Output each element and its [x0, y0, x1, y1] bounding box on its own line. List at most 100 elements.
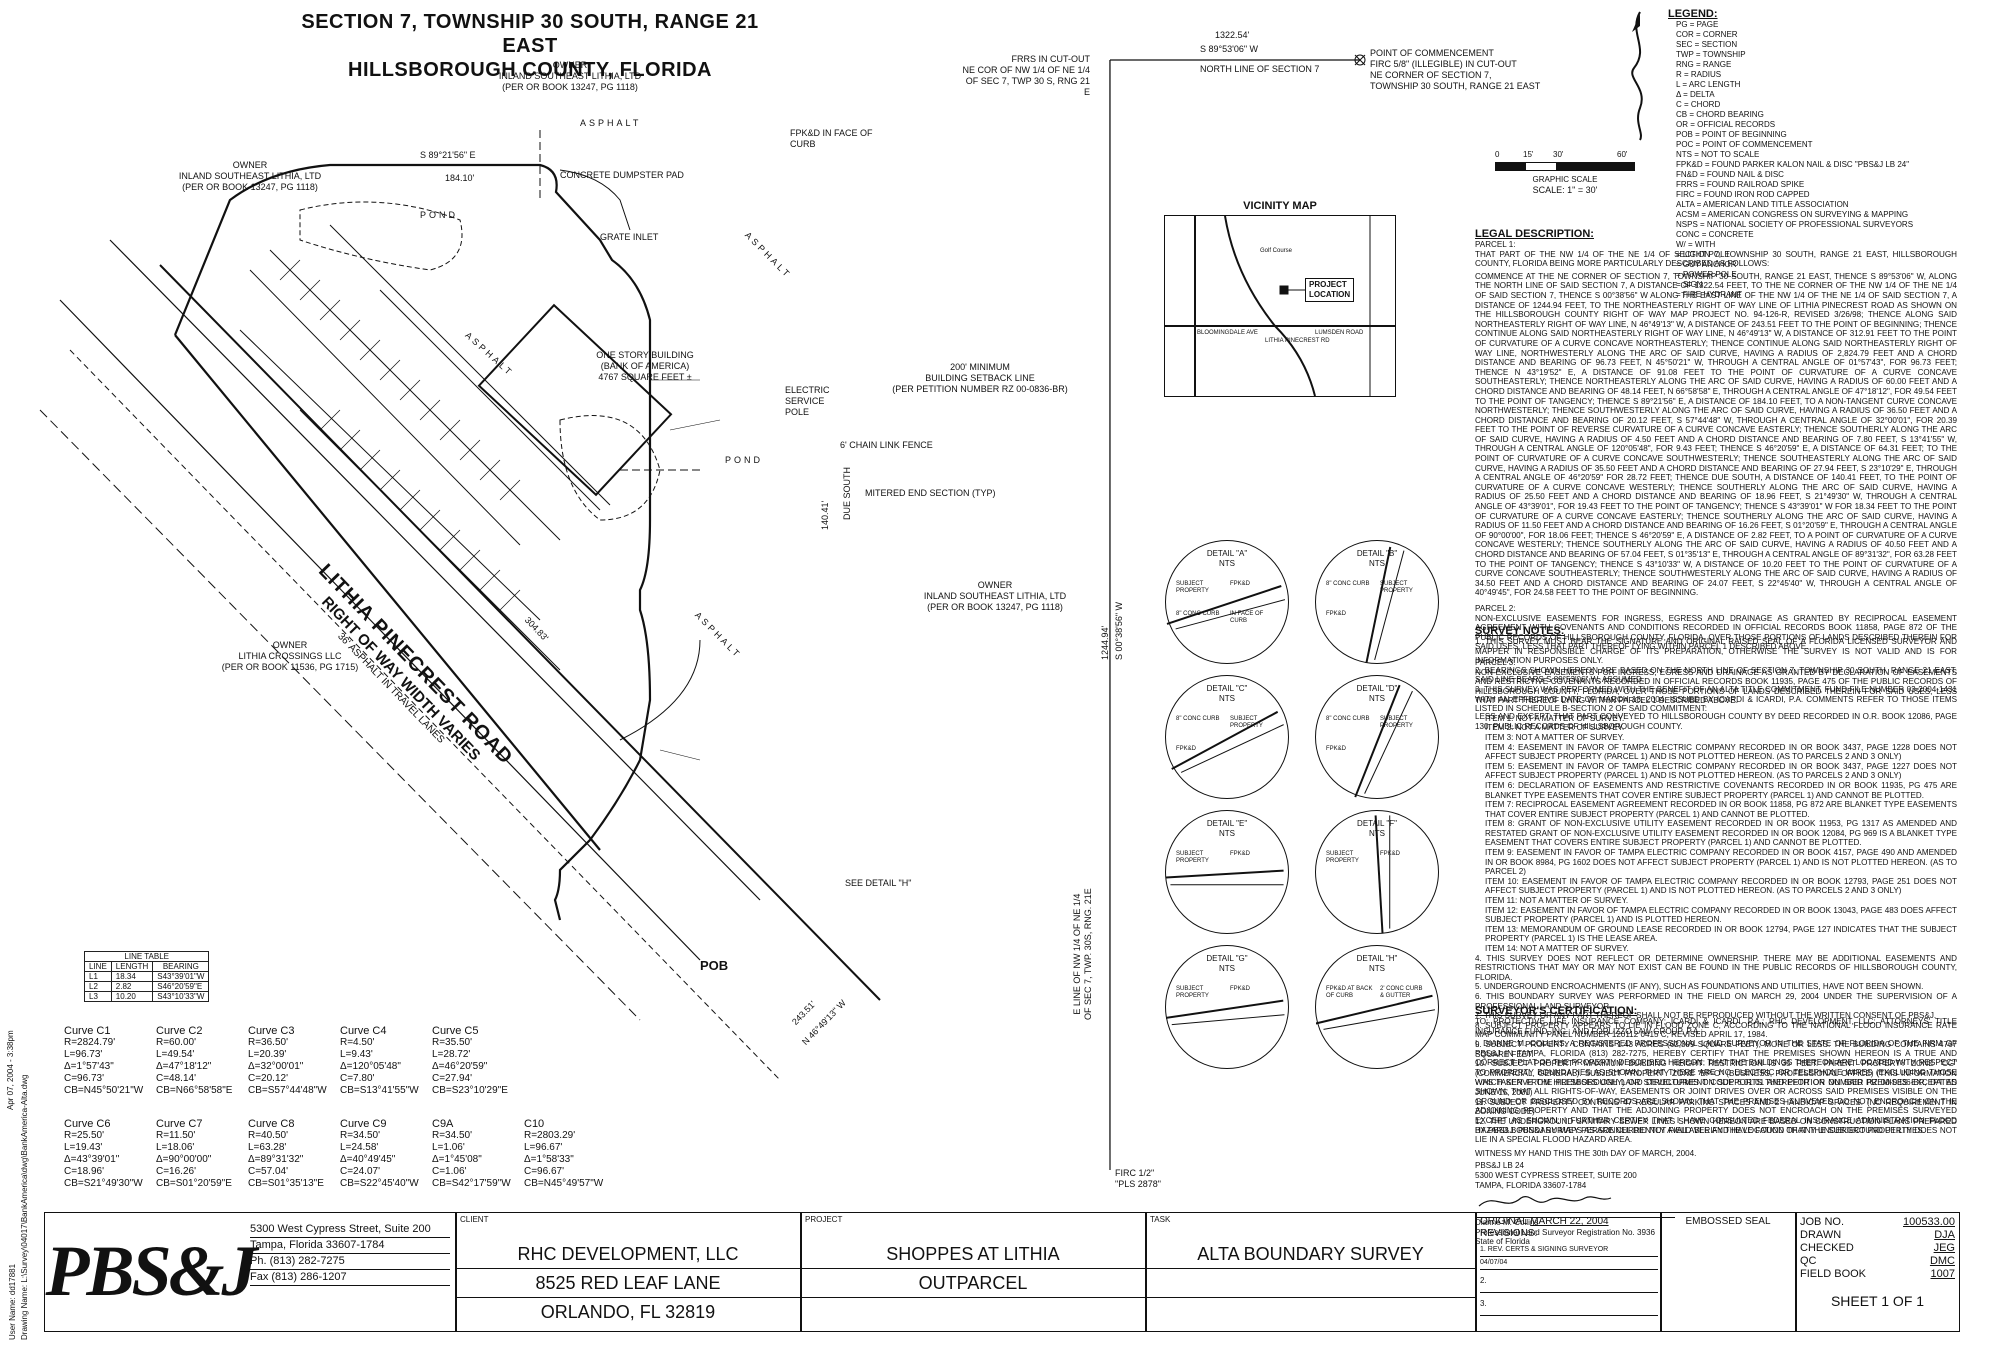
legend-item: FN&D = FOUND NAIL & DISC — [1676, 170, 1784, 179]
legend-item: ACSM = AMERICAN CONGRESS ON SURVEYING & … — [1676, 210, 1909, 219]
curve-value: Δ=46°20'59" — [432, 1061, 488, 1072]
detail-label: FPK&D — [1326, 746, 1347, 752]
project-label: PROJECT — [805, 1215, 843, 1224]
curve-value: R=2824.79' — [64, 1037, 116, 1048]
legend-item: NTS = NOT TO SCALE — [1676, 150, 1760, 159]
note-item: ITEM 14: NOT A MATTER OF SURVEY. — [1485, 944, 1629, 953]
client-label: CLIENT — [460, 1215, 489, 1224]
legend-item: POC = POINT OF COMMENCEMENT — [1676, 140, 1813, 149]
task-label: TASK — [1150, 1215, 1171, 1224]
legend-item: FIRC = FOUND IRON ROD CAPPED — [1676, 190, 1810, 199]
embossed-seal: EMBOSSED SEAL — [1685, 1216, 1771, 1227]
curve-value: C=48.14' — [156, 1073, 196, 1084]
curve-value: C=20.12' — [248, 1073, 288, 1084]
note-item: ITEM 2: NOT A MATTER OF SURVEY. — [1485, 723, 1625, 733]
detail-title: DETAIL "H" — [1356, 954, 1398, 963]
detail-nts: NTS — [1219, 964, 1235, 973]
detail-title: DETAIL "D" — [1356, 684, 1398, 693]
legend-item: R = RADIUS — [1676, 70, 1722, 79]
parking-row-4 — [379, 289, 601, 511]
curve-value: CB=S57°44'48"W — [248, 1085, 327, 1096]
legal-title: LEGAL DESCRIPTION: — [1475, 228, 1594, 240]
curve-value: L=1.06' — [432, 1142, 465, 1153]
comm-dist: 1322.54' — [1215, 30, 1250, 40]
detail-drawing — [1365, 546, 1405, 663]
curve-value: C=1.06' — [432, 1166, 467, 1177]
note-item: ITEM 5: EASEMENT IN FAVOR OF TAMPA ELECT… — [1485, 761, 1957, 781]
detail-label: FPK&D AT BACK OF CURB — [1326, 986, 1373, 999]
task-block: ALTA BOUNDARY SURVEY — [1146, 1240, 1475, 1298]
vicinity-title: VICINITY MAP — [1243, 200, 1317, 212]
legend-item: = FIRE HYDRANT — [1676, 290, 1743, 299]
parking-row-1 — [249, 269, 521, 546]
detail-curb — [1175, 599, 1286, 630]
legend-item: ALTA = AMERICAN LAND TITLE ASSOCIATION — [1676, 200, 1849, 209]
firm-address: 5300 West Cypress Street, Suite 200 Tamp… — [250, 1222, 450, 1286]
pob-label: POB — [700, 958, 729, 973]
project-block: SHOPPES AT LITHIA OUTPARCEL — [801, 1240, 1145, 1298]
curve-value: C=24.07' — [340, 1166, 380, 1177]
detail-title: DETAIL "C" — [1206, 684, 1248, 693]
curve-value: L=28.72' — [432, 1049, 471, 1060]
owner-bottom: OWNER LITHIA CROSSINGS LLC (PER OR BOOK … — [221, 640, 359, 672]
parking-stripes — [279, 259, 521, 611]
note-item: 10. SUBJECT PROPERTY MAXIMUM BUILDING HE… — [1475, 1059, 1957, 1097]
detail-nts: NTS — [1219, 559, 1235, 568]
legend-item: TWP = TOWNSHIP — [1676, 50, 1746, 59]
legal-description: LEGAL DESCRIPTION: PARCEL 1: THAT PART O… — [1475, 228, 1957, 731]
vicinity-map-drawing — [1165, 216, 1395, 396]
notes-list: 1. THIS SURVEY MUST BEAR THE SIGNATURE A… — [1475, 637, 1957, 1136]
detail-line — [1374, 815, 1384, 933]
detail-label: 8" CONC CURB — [1176, 611, 1220, 617]
legend-item: FRRS = FOUND RAILROAD SPIKE — [1676, 180, 1805, 189]
curve-value: L=96.73' — [64, 1049, 103, 1060]
parking-row-5 — [239, 329, 541, 621]
project-sub: OUTPARCEL — [801, 1269, 1145, 1298]
line-table-title: LINE TABLE — [83, 951, 210, 962]
detail-curb — [1389, 815, 1391, 929]
north-arrow-icon — [1631, 11, 1643, 141]
pbsj-logo: PBS&J — [45, 1216, 257, 1326]
curve-value: R=2803.29' — [524, 1130, 576, 1141]
original-date: MARCH 22, 2004 — [1530, 1216, 1609, 1227]
legend-item: = LIGHT POLE — [1676, 250, 1730, 259]
qc-by: DMC — [1929, 1255, 1955, 1267]
curve-value: Δ=89°31'32" — [248, 1154, 304, 1165]
note-item: ITEM 7: RECIPROCAL EASEMENT AGREEMENT RE… — [1485, 800, 1957, 819]
note-item: 1. THIS SURVEY MUST BEAR THE SIGNATURE A… — [1475, 637, 1957, 666]
client-block: RHC DEVELOPMENT, LLC 8525 RED LEAF LANE … — [456, 1240, 800, 1326]
title-line-2: HILLSBOROUGH COUNTY, FLORIDA — [348, 59, 712, 81]
legend-item: CB = CHORD BEARING — [1676, 110, 1764, 119]
dumpster-label: CONCRETE DUMPSTER PAD — [560, 170, 684, 180]
curve-value: Δ=32°00'01" — [248, 1061, 304, 1072]
pond-north — [299, 201, 463, 271]
detail-nts: NTS — [1369, 829, 1385, 838]
legend-item: = GUY ANCHOR — [1676, 260, 1737, 269]
curve-value: R=11.50' — [156, 1130, 196, 1141]
cert-title: SURVEYOR'S CERTIFICATION: — [1475, 1005, 1638, 1017]
site-plan — [39, 60, 1110, 1150]
note-item: 9. SUBJECT PROPERTY CONTAINS 1.43 ACRES … — [1475, 1039, 1957, 1059]
curve-name: Curve C1 — [64, 1025, 111, 1037]
title-block — [44, 1212, 1960, 1332]
legend-item: = SIGN — [1676, 280, 1703, 289]
boundary-road-side — [174, 334, 601, 851]
curve-name: C10 — [524, 1118, 545, 1130]
asphalt-label-top: ASPHALT — [580, 118, 642, 128]
detail-title: DETAIL "G" — [1206, 954, 1248, 963]
curve-value: Δ=1°58'33" — [524, 1154, 574, 1165]
poc-label: POINT OF COMMENCEMENT FIRC 5/8" (ILLEGIB… — [1370, 48, 1541, 91]
curve-value: R=40.50' — [248, 1130, 288, 1141]
detail-curb — [1323, 1009, 1436, 1030]
scale-label: GRAPHIC SCALE — [1532, 175, 1598, 184]
